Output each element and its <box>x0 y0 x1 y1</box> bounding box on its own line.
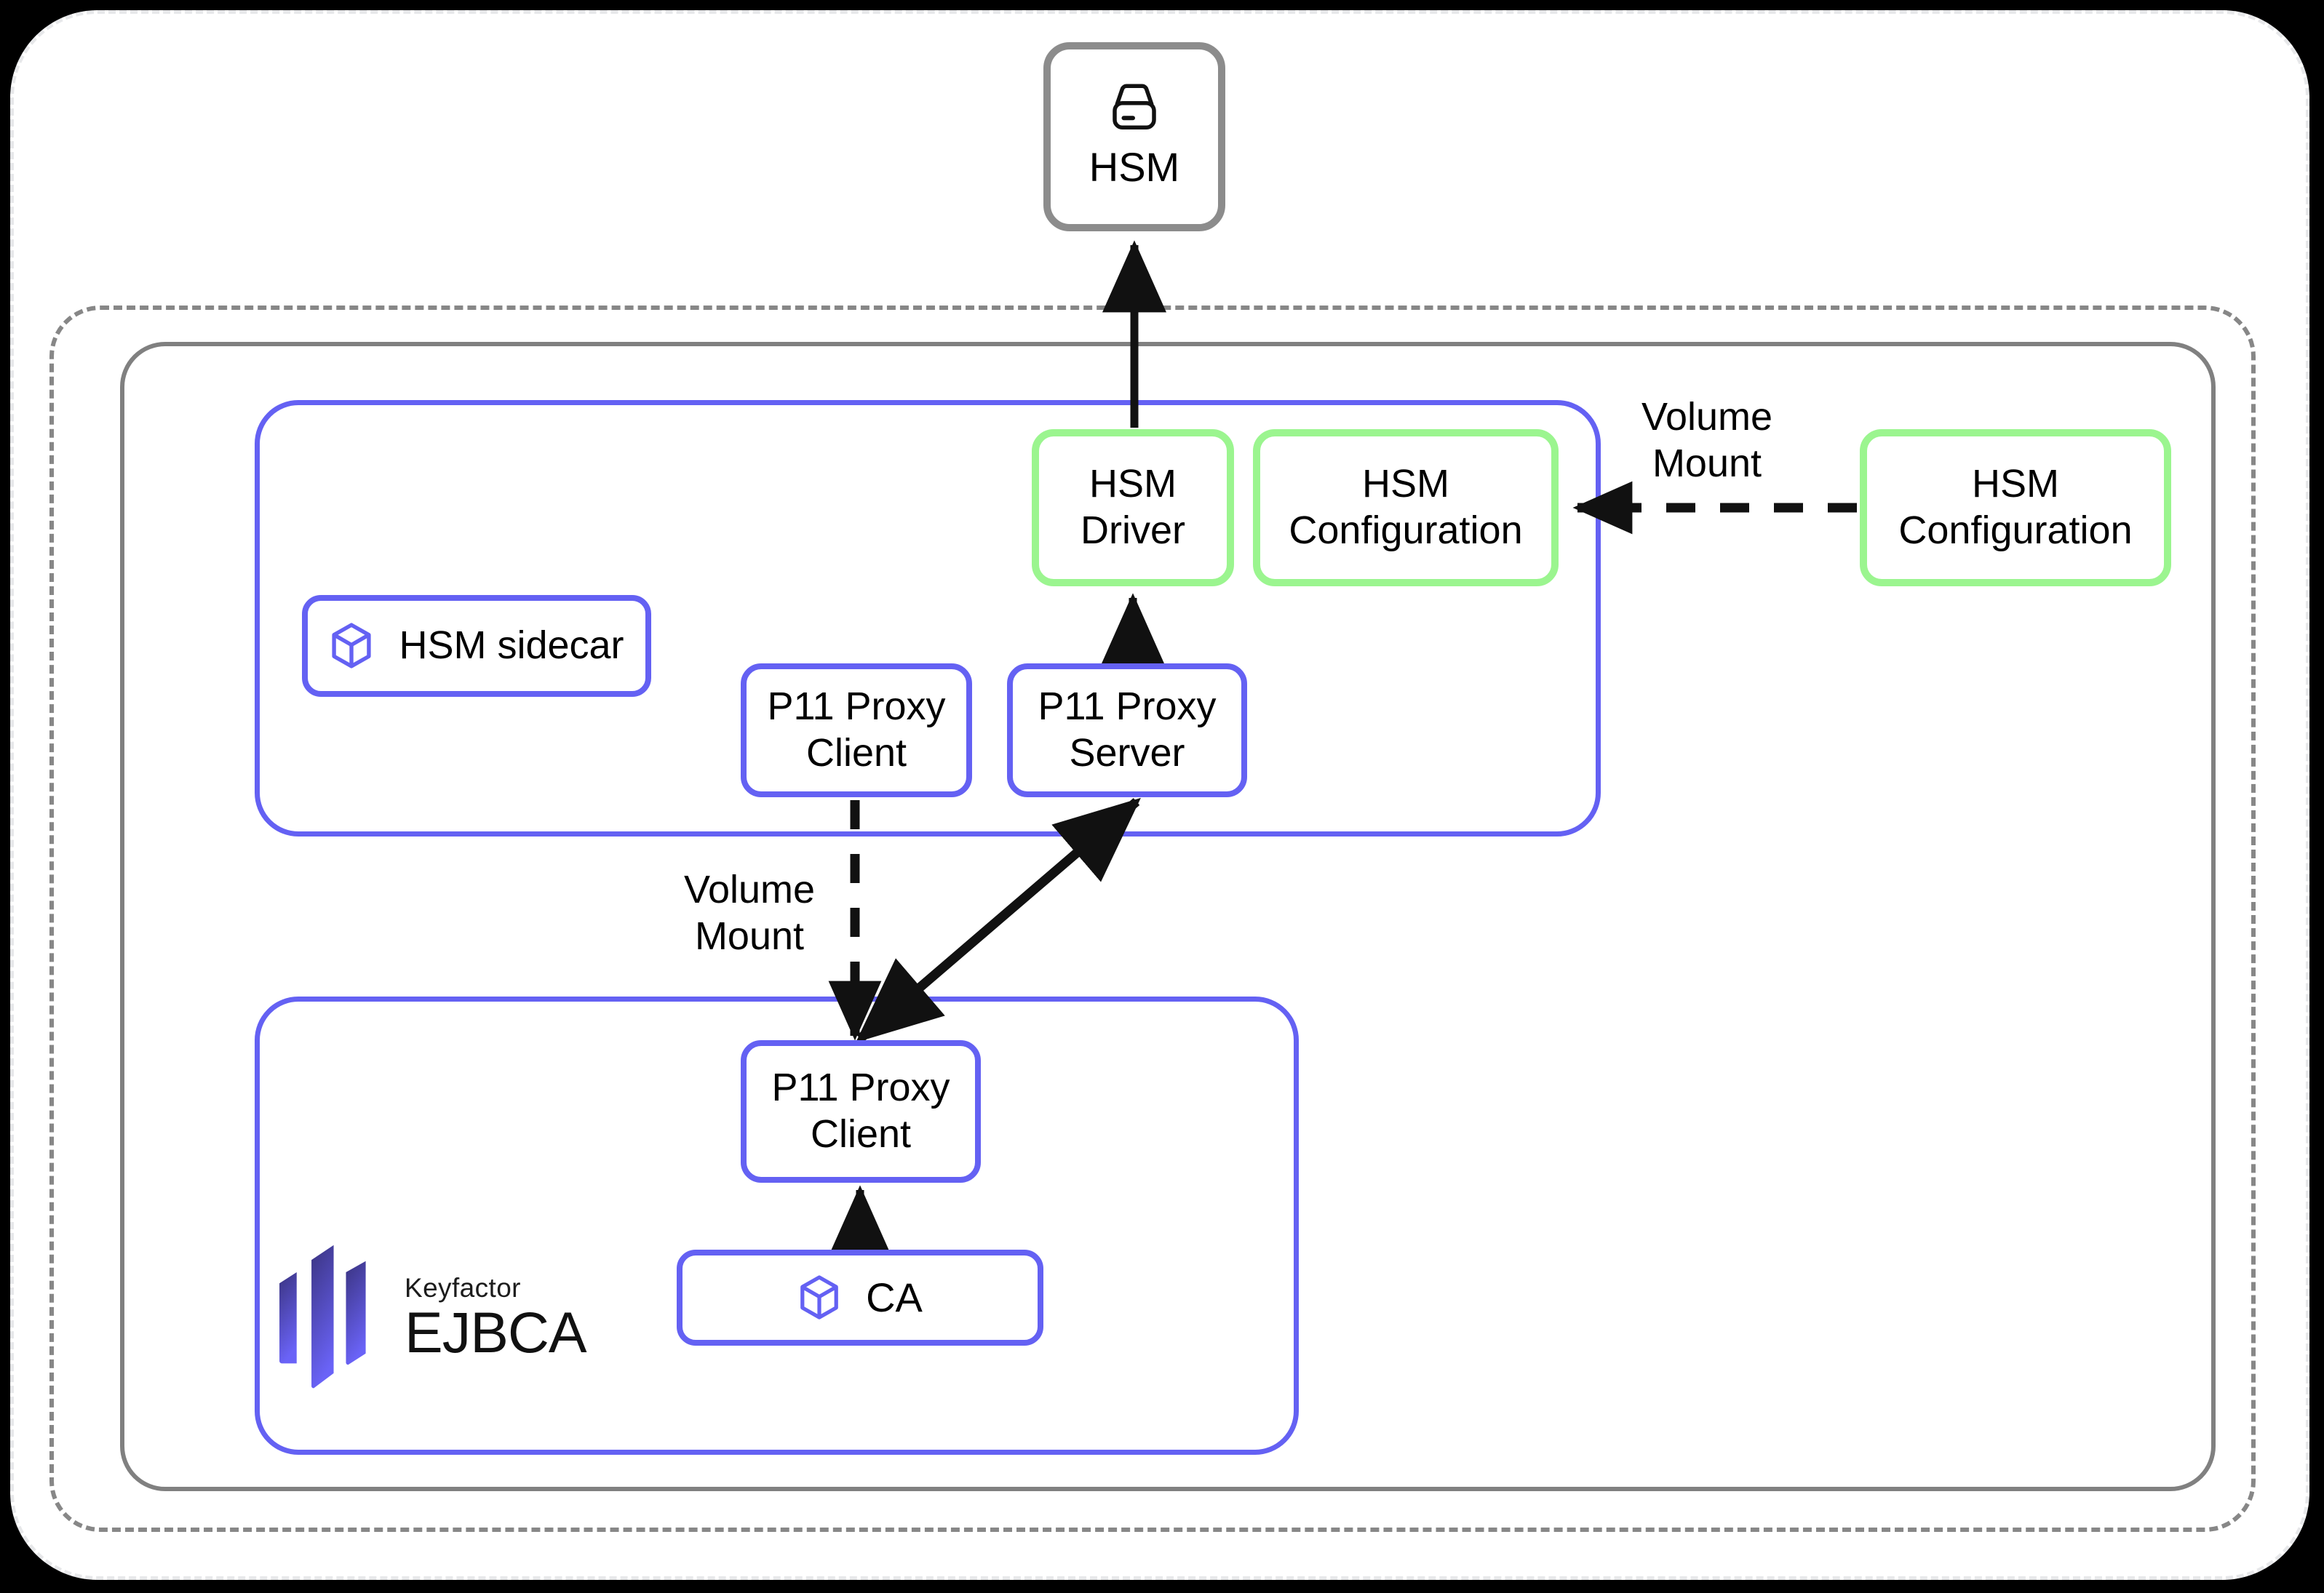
node-p11-proxy-client-sidecar-label: P11 Proxy Client <box>767 684 946 775</box>
node-hsm-configuration-external[interactable]: HSM Configuration <box>1860 429 2171 586</box>
ejbca-brand-label: Keyfactor <box>405 1273 521 1303</box>
ejbca-product-label: EJBCA <box>405 1300 587 1365</box>
keyfactor-bars-icon <box>279 1245 366 1389</box>
node-p11-proxy-server[interactable]: P11 Proxy Server <box>1007 663 1247 797</box>
node-ca[interactable]: CA <box>677 1250 1043 1346</box>
node-p11-proxy-server-label: P11 Proxy Server <box>1038 684 1217 775</box>
node-hsm[interactable]: HSM <box>1043 42 1225 231</box>
node-hsm-driver-label: HSM Driver <box>1081 462 1185 552</box>
ejbca-logo: Keyfactor EJBCA <box>262 1222 640 1411</box>
node-p11-proxy-client-sidecar[interactable]: P11 Proxy Client <box>741 663 972 797</box>
node-hsm-sidecar[interactable]: HSM sidecar <box>302 595 651 697</box>
node-p11-proxy-client-ejbca[interactable]: P11 Proxy Client <box>741 1040 981 1183</box>
node-hsm-label: HSM <box>1089 143 1180 190</box>
hard-drive-icon <box>1105 82 1163 132</box>
cube-icon <box>329 621 374 671</box>
edge-label-volume-mount-right: Volume Mount <box>1641 395 1773 485</box>
namespace-boundary <box>120 342 2216 1491</box>
node-hsm-driver[interactable]: HSM Driver <box>1032 429 1234 586</box>
node-hsm-configuration-external-label: HSM Configuration <box>1898 462 2133 552</box>
cube-icon <box>797 1274 841 1322</box>
edge-label-volume-mount-middle: Volume Mount <box>683 868 816 958</box>
node-hsm-configuration-internal[interactable]: HSM Configuration <box>1253 429 1559 586</box>
node-hsm-configuration-internal-label: HSM Configuration <box>1289 462 1523 552</box>
node-p11-proxy-client-ejbca-label: P11 Proxy Client <box>771 1066 950 1156</box>
node-ca-label: CA <box>866 1274 923 1320</box>
node-hsm-sidecar-label: HSM sidecar <box>399 623 624 668</box>
